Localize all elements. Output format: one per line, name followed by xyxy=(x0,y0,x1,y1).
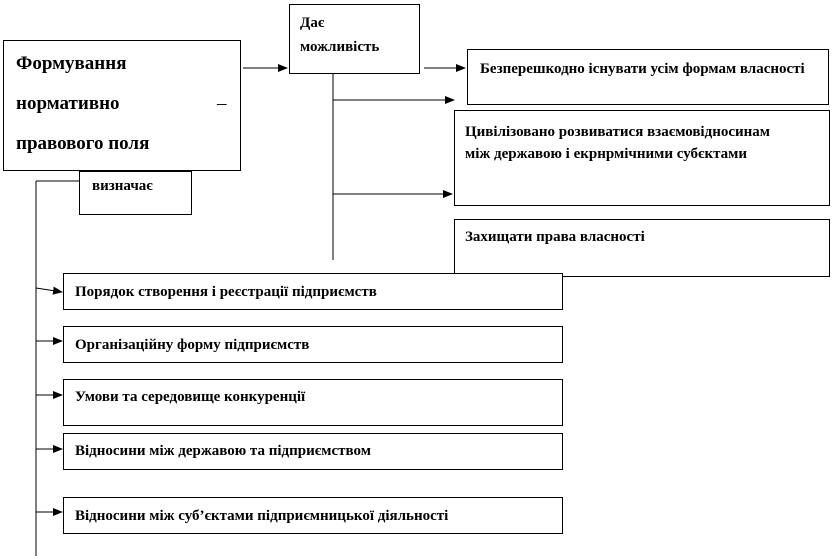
option-text-1: Безперешкодно існувати усім формам власн… xyxy=(480,61,805,77)
determines-item-text-5: Відносини між суб’єктами підприємницької… xyxy=(75,508,449,524)
determines-box: визначає xyxy=(79,171,192,215)
determines-item-3: Умови та середовище конкуренції xyxy=(63,379,563,426)
determines-item-text-2: Організаційну форму підприємств xyxy=(75,337,310,353)
determines-item-text-3: Умови та середовище конкуренції xyxy=(75,389,306,405)
enables-label: Дає можливість xyxy=(300,15,380,55)
option-text-2: Цивілізовано розвиватися взаємовідносина… xyxy=(465,124,770,162)
determines-item-text-1: Порядок створення і реєстрації підприємс… xyxy=(75,284,377,300)
determines-item-4: Відносини між державою та підприємством xyxy=(63,433,563,470)
option-box-2: Цивілізовано розвиватися взаємовідносина… xyxy=(454,110,830,206)
option-box-3: Захищати права власності xyxy=(454,219,830,277)
determines-item-2: Організаційну форму підприємств xyxy=(63,326,563,363)
option-text-3: Захищати права власності xyxy=(465,229,645,245)
determines-item-5: Відносини між суб’єктами підприємницької… xyxy=(63,497,563,534)
enables-box: Дає можливість xyxy=(289,4,420,74)
option-box-1: Безперешкодно існувати усім формам власн… xyxy=(467,49,829,105)
determines-label: визначає xyxy=(92,178,153,194)
main-box-line-1: Формування xyxy=(16,53,127,74)
determines-item-text-4: Відносини між державою та підприємством xyxy=(75,443,371,459)
main-box-line-2: нормативно xyxy=(16,93,120,114)
main-box-line-3: правового поля xyxy=(16,133,150,154)
arrow-item-1 xyxy=(35,286,63,295)
main-box-dash: – xyxy=(217,93,227,114)
determines-item-1: Порядок створення і реєстрації підприємс… xyxy=(63,273,563,310)
main-box: Формування нормативно – правового поля xyxy=(3,40,241,171)
